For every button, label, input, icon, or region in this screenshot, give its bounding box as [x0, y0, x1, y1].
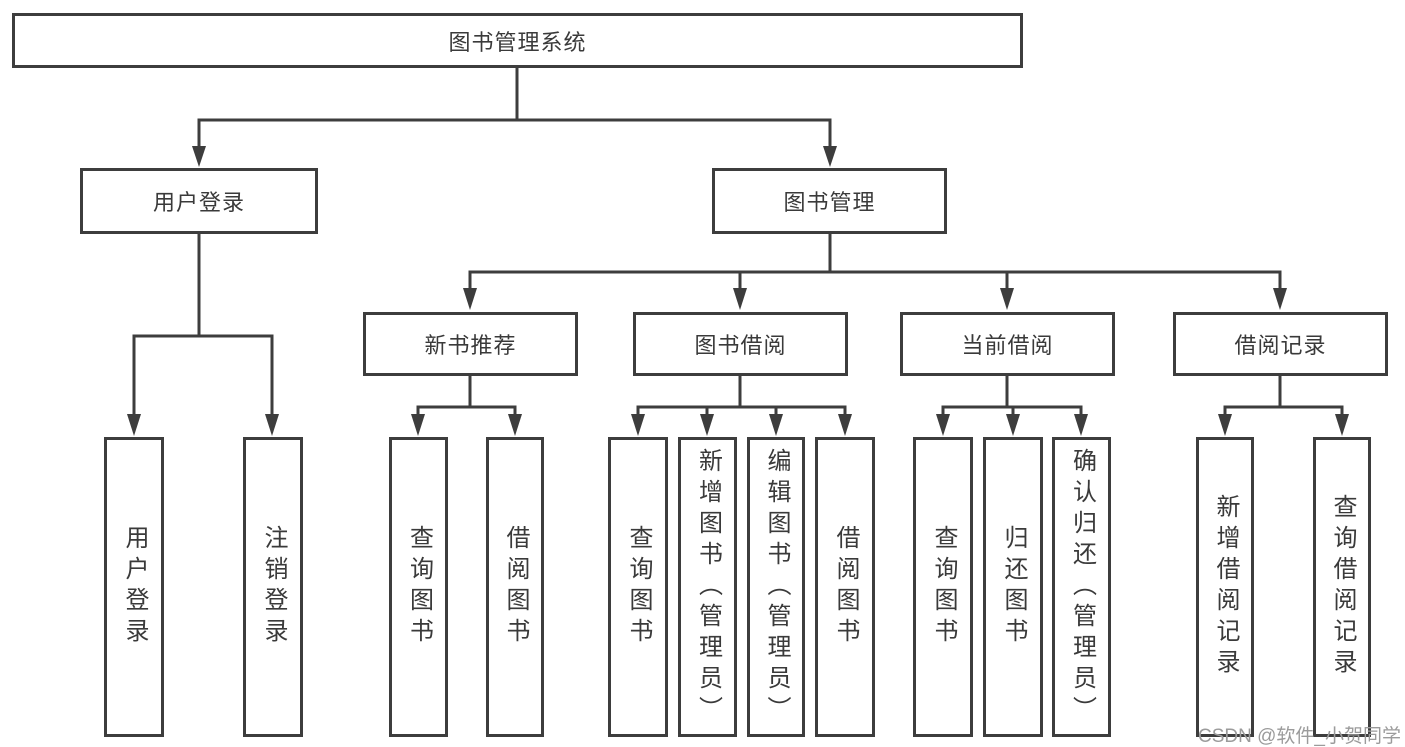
node-user-login: 用户登录 — [80, 168, 318, 234]
node-system-root-label: 图书管理系统 — [448, 29, 587, 55]
leaf-borrow-query-books: 查询图书 — [608, 437, 668, 737]
connector-current-borrow-children — [936, 376, 1088, 436]
leaf-current-query-books-label: 查询图书 — [930, 525, 957, 649]
leaf-query-borrow-record: 查询借阅记录 — [1313, 437, 1371, 737]
node-book-management-label: 图书管理 — [783, 190, 876, 215]
leaf-return-books: 归还图书 — [983, 437, 1043, 737]
node-current-borrow: 当前借阅 — [900, 312, 1115, 376]
leaf-query-borrow-record-label: 查询借阅记录 — [1329, 494, 1356, 680]
leaf-user-login: 用户登录 — [104, 437, 164, 737]
leaf-logout: 注销登录 — [243, 437, 303, 737]
connector-new-book-recommend-children — [411, 376, 522, 436]
node-borrow-records-label: 借阅记录 — [1234, 333, 1327, 358]
connector-book-borrow-children — [631, 376, 852, 436]
connector-user-login-children — [127, 234, 279, 436]
leaf-recommend-borrow-books-label: 借阅图书 — [502, 525, 529, 649]
node-new-book-recommend: 新书推荐 — [363, 312, 578, 376]
node-user-login-label: 用户登录 — [152, 190, 245, 215]
leaf-user-login-label: 用户登录 — [121, 525, 148, 649]
leaf-edit-book-admin: 编辑图书（管理员） — [747, 437, 805, 737]
leaf-borrow-books-label: 借阅图书 — [832, 525, 859, 649]
leaf-logout-label: 注销登录 — [260, 525, 287, 649]
node-system-root: 图书管理系统 — [12, 13, 1023, 68]
leaf-borrow-query-books-label: 查询图书 — [625, 525, 652, 649]
leaf-confirm-return-admin-label: 确认归还（管理员） — [1068, 447, 1096, 727]
leaf-confirm-return-admin: 确认归还（管理员） — [1052, 437, 1111, 737]
leaf-edit-book-admin-label: 编辑图书（管理员） — [763, 447, 790, 727]
leaf-add-book-admin: 新增图书（管理员） — [678, 437, 737, 737]
leaf-current-query-books: 查询图书 — [913, 437, 973, 737]
csdn-watermark: CSDN @软件_小贺同学 — [1198, 726, 1401, 747]
connector-book-management-to-modules — [463, 234, 1287, 310]
node-borrow-records: 借阅记录 — [1173, 312, 1388, 376]
node-book-borrow-label: 图书借阅 — [694, 333, 787, 358]
node-book-borrow: 图书借阅 — [633, 312, 848, 376]
leaf-add-book-admin-label: 新增图书（管理员） — [694, 447, 722, 727]
leaf-add-borrow-record-label: 新增借阅记录 — [1212, 494, 1239, 680]
connector-borrow-records-children — [1218, 376, 1349, 436]
leaf-return-books-label: 归还图书 — [1000, 525, 1027, 649]
leaf-recommend-borrow-books: 借阅图书 — [486, 437, 544, 737]
node-new-book-recommend-label: 新书推荐 — [424, 333, 517, 358]
node-book-management: 图书管理 — [712, 168, 947, 234]
leaf-add-borrow-record: 新增借阅记录 — [1196, 437, 1254, 737]
leaf-recommend-query-books-label: 查询图书 — [405, 525, 433, 649]
leaf-recommend-query-books: 查询图书 — [389, 437, 448, 737]
connector-root-to-level2 — [192, 68, 837, 167]
node-current-borrow-label: 当前借阅 — [961, 333, 1054, 358]
leaf-borrow-books: 借阅图书 — [815, 437, 875, 737]
